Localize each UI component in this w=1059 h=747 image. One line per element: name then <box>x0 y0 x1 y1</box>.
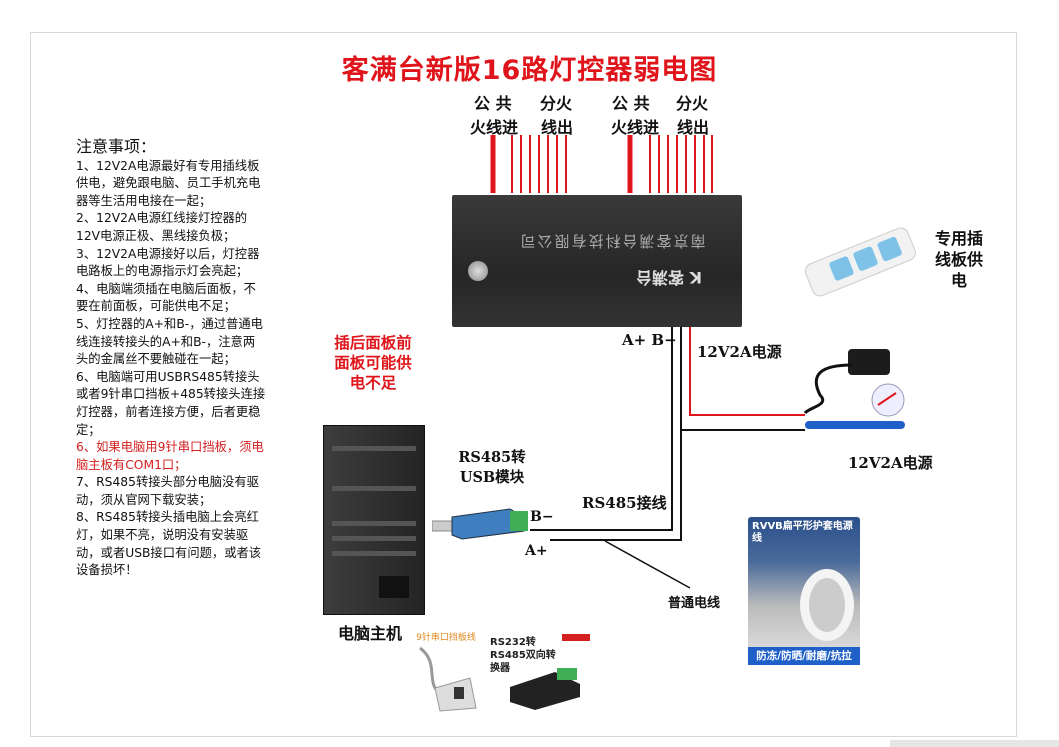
signal-and-power-wires <box>530 327 805 589</box>
power-strip-label: 专用插线板供电 <box>934 229 983 290</box>
group2-common-label-2: 火线进 <box>611 118 660 137</box>
rs232-converter-image <box>510 668 580 710</box>
power-adapter-photo <box>803 349 905 429</box>
power-strip-photo <box>804 227 916 297</box>
group2-branch-label: 分火 <box>676 94 709 113</box>
serial-bracket-label: 9针串口挡板线 <box>416 633 476 643</box>
serial-bracket-image <box>419 646 477 712</box>
power-adapter-label: 12V2A电源 <box>848 454 933 472</box>
note-item: 1、12V2A电源最好有专用插线板供电，避免跟电脑、员工手机充电器等生活用电接在… <box>76 158 261 208</box>
cable-title: RVVB扁平形护套电源线 <box>752 521 853 544</box>
pc-tower-photo <box>323 425 425 615</box>
serial-bracket-photo: 9针串口挡板线 <box>410 630 482 715</box>
usb-module-label: RS485转USB模块 <box>458 449 526 486</box>
group1-common-label: 公 共 <box>474 94 512 113</box>
rs232-converter-photo: RS232转RS485双向转换器 <box>490 634 600 716</box>
pc-label: 电脑主机 <box>338 624 403 643</box>
controller-company-text: 南京客满台科技有限公司 <box>518 232 706 250</box>
rs485-usb-module-photo <box>432 508 528 540</box>
group1-branch-label-2: 线出 <box>541 118 574 137</box>
note-item: 4、电脑端须插在电脑后面板，不要在前面板，可能供电不足； <box>76 281 256 314</box>
a-plus-label: A+ <box>525 543 548 559</box>
power-label-top: 12V2A电源 <box>697 343 782 361</box>
note-item: 7、RS485转接头部分电脑没有驱动，须从官网下载安装； <box>76 475 259 507</box>
plain-wire-label: 普通电线 <box>668 596 721 611</box>
b-minus-label: B− <box>530 509 554 525</box>
output-wires <box>490 135 713 193</box>
note-item: 5、灯控器的A+和B-，通过普通电线连接转接头的A+和B-，注意两头的金属丝不要… <box>76 316 263 367</box>
note-item: 8、RS485转接头插电脑上会亮红灯，如果不亮，说明没有安装驱动，或者USB接口… <box>76 510 262 578</box>
light-controller-photo: 南京客满台科技有限公司 K 客满台 <box>452 195 742 327</box>
group1-common-label-2: 火线进 <box>470 118 519 137</box>
note-item: 2、12V2A电源红线接灯控器的12V电源正极、黑线接负极； <box>76 211 248 243</box>
notes-panel: 注意事项： 1、12V2A电源最好有专用插线板供电，避免跟电脑、员工手机充电器等… <box>76 138 266 580</box>
horizontal-scrollbar[interactable] <box>890 740 1059 747</box>
group2-branch-label-2: 线出 <box>677 118 710 137</box>
controller-knob <box>468 261 488 281</box>
rvvb-cable-photo: RVVB扁平形护套电源线 防冻/防晒/耐磨/抗拉 <box>748 517 860 665</box>
group2-common-label: 公 共 <box>612 94 650 113</box>
cable-features: 防冻/防晒/耐磨/抗拉 <box>748 647 860 665</box>
rear-panel-warning: 插后面板前面板可能供电不足 <box>334 333 412 392</box>
note-item-warning: 6、如果电脑用9针串口挡板，须电脑主板有COM1口； <box>76 440 264 472</box>
notes-heading: 注意事项： <box>76 137 157 156</box>
group1-branch-label: 分火 <box>540 94 573 113</box>
rs485-wire-label: RS485接线 <box>582 494 667 512</box>
diagram-title: 客满台新版16路灯控器弱电图 <box>341 55 718 86</box>
note-item: 6、电脑端可用USBRS485转接头或者9针串口挡板+485转接头连接灯控器，前… <box>76 369 266 437</box>
page-frame <box>30 32 1017 737</box>
controller-logo: K 客满台 <box>636 268 702 287</box>
note-item: 3、12V2A电源接好以后，灯控器电路板上的电源指示灯会亮起； <box>76 246 260 279</box>
rs232-converter-label: RS232转RS485双向转换器 <box>490 637 556 674</box>
ab-terminal-label: A+ B− <box>622 331 677 349</box>
cable-coil <box>800 569 854 641</box>
